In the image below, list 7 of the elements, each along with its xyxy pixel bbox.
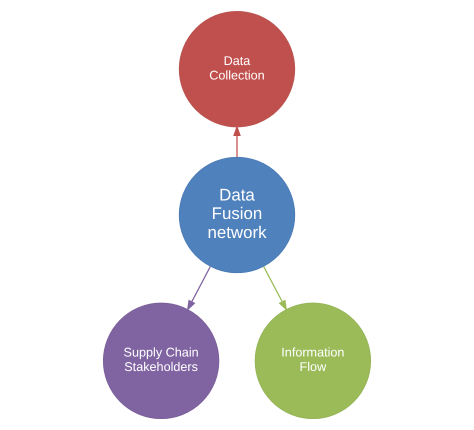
arrow (263, 266, 288, 312)
node-circle: Supply Chain Stakeholders (102, 302, 220, 420)
node-circle: Data Collection (178, 10, 296, 128)
arrow (186, 266, 211, 312)
node-circle: Information Flow (254, 302, 372, 420)
node-circle: Data Fusion network (178, 156, 296, 274)
arrow (233, 125, 241, 158)
